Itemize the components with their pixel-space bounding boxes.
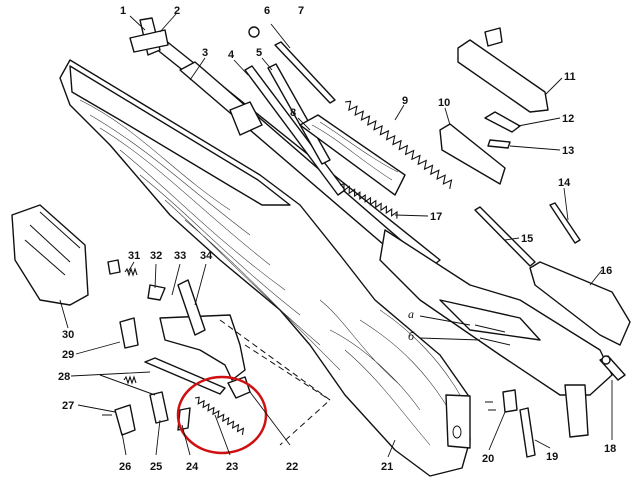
cleaning-rods [474,202,581,267]
callout-31: 31 [128,250,140,262]
callout-labels: 1 2 3 4 5 6 7 8 9 10 11 12 13 14 15 16 1… [58,5,616,473]
callout-6: 6 [264,5,270,17]
callout-a: а [408,307,414,321]
callout-16: 16 [600,265,612,277]
callout-11: 11 [564,71,576,83]
callout-26: 26 [119,461,131,473]
barrel-assembly [144,35,613,438]
callout-5: 5 [256,47,262,59]
callout-30: 30 [62,329,74,341]
firing-pin-parts [484,111,521,149]
callout-8: 8 [290,107,296,119]
callout-23: 23 [226,461,238,473]
callout-20: 20 [482,453,494,465]
pin-18 [599,355,626,381]
callout-33: 33 [174,250,186,262]
front-sight [129,17,169,56]
callout-1: 1 [120,5,126,17]
stock [59,59,471,477]
leader-lines [59,13,613,458]
part-20 [485,389,518,413]
callout-7: 7 [298,5,304,17]
callout-17: 17 [430,211,442,223]
callout-22: 22 [286,461,298,473]
bolt [439,123,506,185]
receiver-cover [529,261,631,346]
callout-18: 18 [604,443,616,455]
callout-27: 27 [62,400,74,412]
callout-28: 28 [58,371,70,383]
hammer-spring [194,396,245,435]
callout-29: 29 [62,349,74,361]
callout-21: 21 [381,461,393,473]
bolt-carrier [457,27,549,113]
callout-10: 10 [438,97,450,109]
handguard [299,114,406,196]
callout-2: 2 [174,5,180,17]
gas-rods [244,26,346,196]
magazine [11,204,89,306]
recoil-spring [344,100,453,189]
callout-4: 4 [228,49,235,61]
callout-9: 9 [402,95,408,107]
callout-3: 3 [202,47,208,59]
callout-12: 12 [562,113,574,125]
callout-13: 13 [562,145,574,157]
callout-b: б [408,329,415,343]
callout-32: 32 [150,250,162,262]
callout-14: 14 [558,177,571,189]
rod-19 [519,407,536,458]
callout-34: 34 [200,250,213,262]
assembly-guide-lines [219,319,331,446]
highlight-circle [176,375,268,455]
callout-24: 24 [186,461,199,473]
callout-15: 15 [521,233,533,245]
spring-17 [339,183,398,219]
trigger-group [99,259,251,436]
callout-19: 19 [546,451,558,463]
callout-25: 25 [150,461,162,473]
